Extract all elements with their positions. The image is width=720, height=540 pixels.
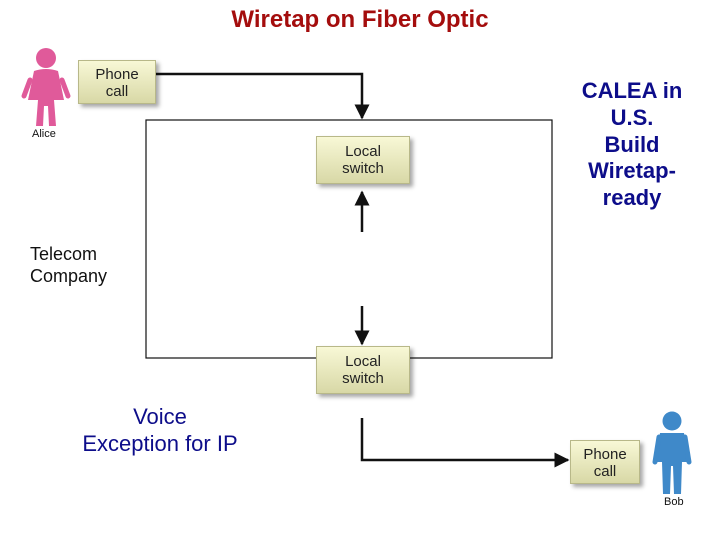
voice-exception-note: Voice Exception for IP — [82, 404, 238, 456]
male-person-icon — [652, 411, 692, 494]
alice-phone-call-box: Phone call — [78, 60, 156, 104]
bob-call-connector — [360, 418, 570, 468]
alice-call-connector — [156, 72, 370, 120]
local-switch-bottom: Local switch — [316, 346, 410, 394]
page-title: Wiretap on Fiber Optic — [231, 6, 489, 33]
alice-label: Alice — [32, 128, 56, 140]
female-person-icon — [21, 48, 71, 126]
telecom-company-label: Telecom Company — [30, 244, 108, 286]
bob-phone-call-box: Phone call — [570, 440, 640, 484]
calea-note: CALEA in U.S. Build Wiretap- ready — [581, 78, 683, 211]
local-switch-top: Local switch — [316, 136, 410, 184]
bob-label: Bob — [664, 496, 684, 508]
